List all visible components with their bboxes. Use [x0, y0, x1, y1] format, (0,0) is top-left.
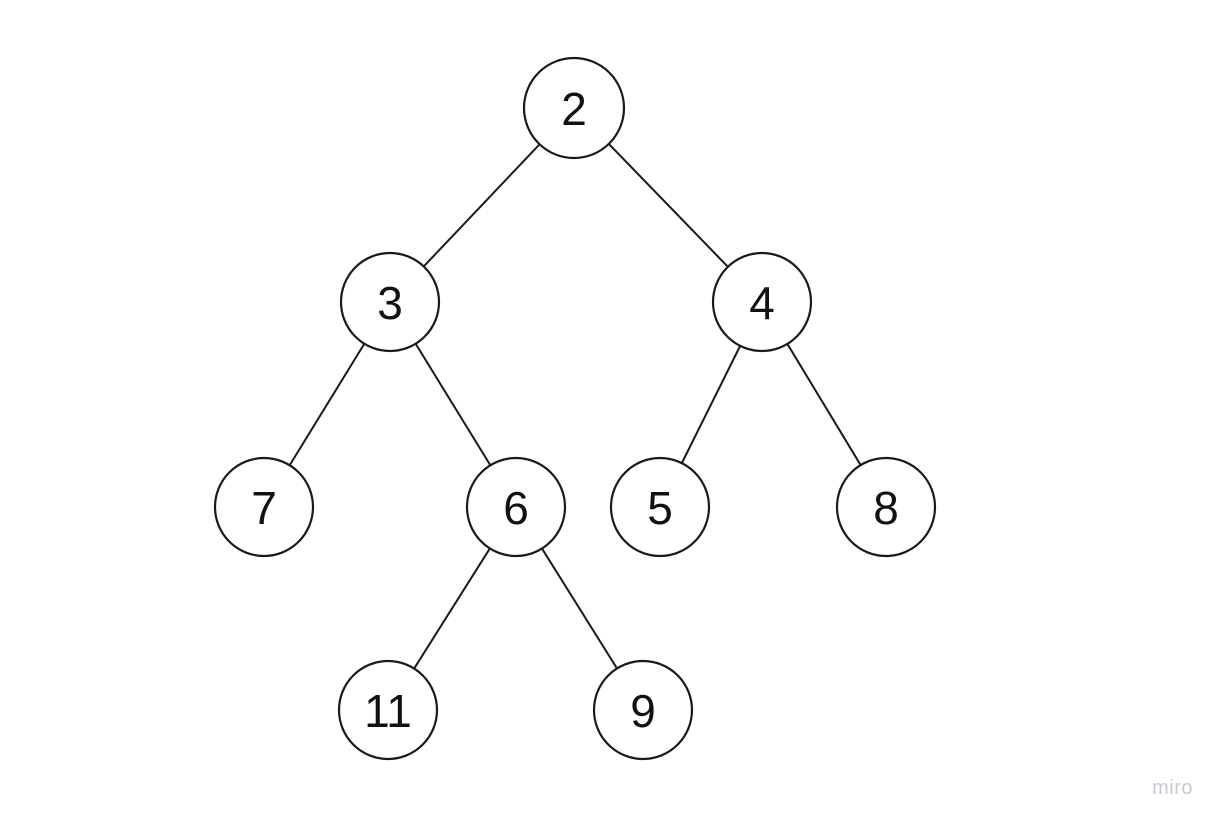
tree-node-circle[interactable]: [337, 659, 439, 761]
tree-edge: [786, 342, 862, 467]
tree-node-circle[interactable]: [522, 56, 626, 160]
tree-node-circle[interactable]: [711, 251, 813, 353]
tree-node-circle[interactable]: [213, 456, 315, 558]
tree-node[interactable]: 2: [522, 56, 626, 160]
tree-node[interactable]: 6: [465, 456, 567, 558]
tree-node-label: 8: [873, 482, 899, 534]
tree-node[interactable]: 9: [592, 659, 694, 761]
tree-edge: [680, 344, 742, 465]
tree-node[interactable]: 7: [213, 456, 315, 558]
tree-node[interactable]: 5: [609, 456, 711, 558]
tree-edge: [414, 342, 492, 467]
tree-node-label: 6: [503, 482, 529, 534]
tree-edge: [540, 547, 619, 670]
tree-edge: [422, 143, 541, 268]
tree-edge: [607, 142, 729, 268]
tree-node-label: 2: [561, 83, 587, 135]
tree-node-circle[interactable]: [592, 659, 694, 761]
tree-node[interactable]: 4: [711, 251, 813, 353]
tree-node-label: 7: [251, 482, 277, 534]
tree-edge: [288, 342, 366, 467]
tree-node[interactable]: 11: [337, 659, 439, 761]
tree-node-label: 11: [364, 685, 412, 737]
tree-node-label: 4: [749, 277, 775, 329]
edges-layer: [288, 142, 862, 670]
miro-watermark: miro: [1152, 777, 1193, 799]
tree-node[interactable]: 3: [339, 251, 441, 353]
tree-edge: [413, 547, 491, 670]
tree-node-circle[interactable]: [609, 456, 711, 558]
tree-node-circle[interactable]: [339, 251, 441, 353]
tree-node-circle[interactable]: [835, 456, 937, 558]
tree-node-label: 5: [647, 482, 673, 534]
tree-node-label: 3: [377, 277, 403, 329]
tree-node[interactable]: 8: [835, 456, 937, 558]
nodes-layer: 2 3 4 7 6 5 8 11 9: [213, 56, 937, 761]
tree-node-label: 9: [630, 685, 656, 737]
tree-node-circle[interactable]: [465, 456, 567, 558]
